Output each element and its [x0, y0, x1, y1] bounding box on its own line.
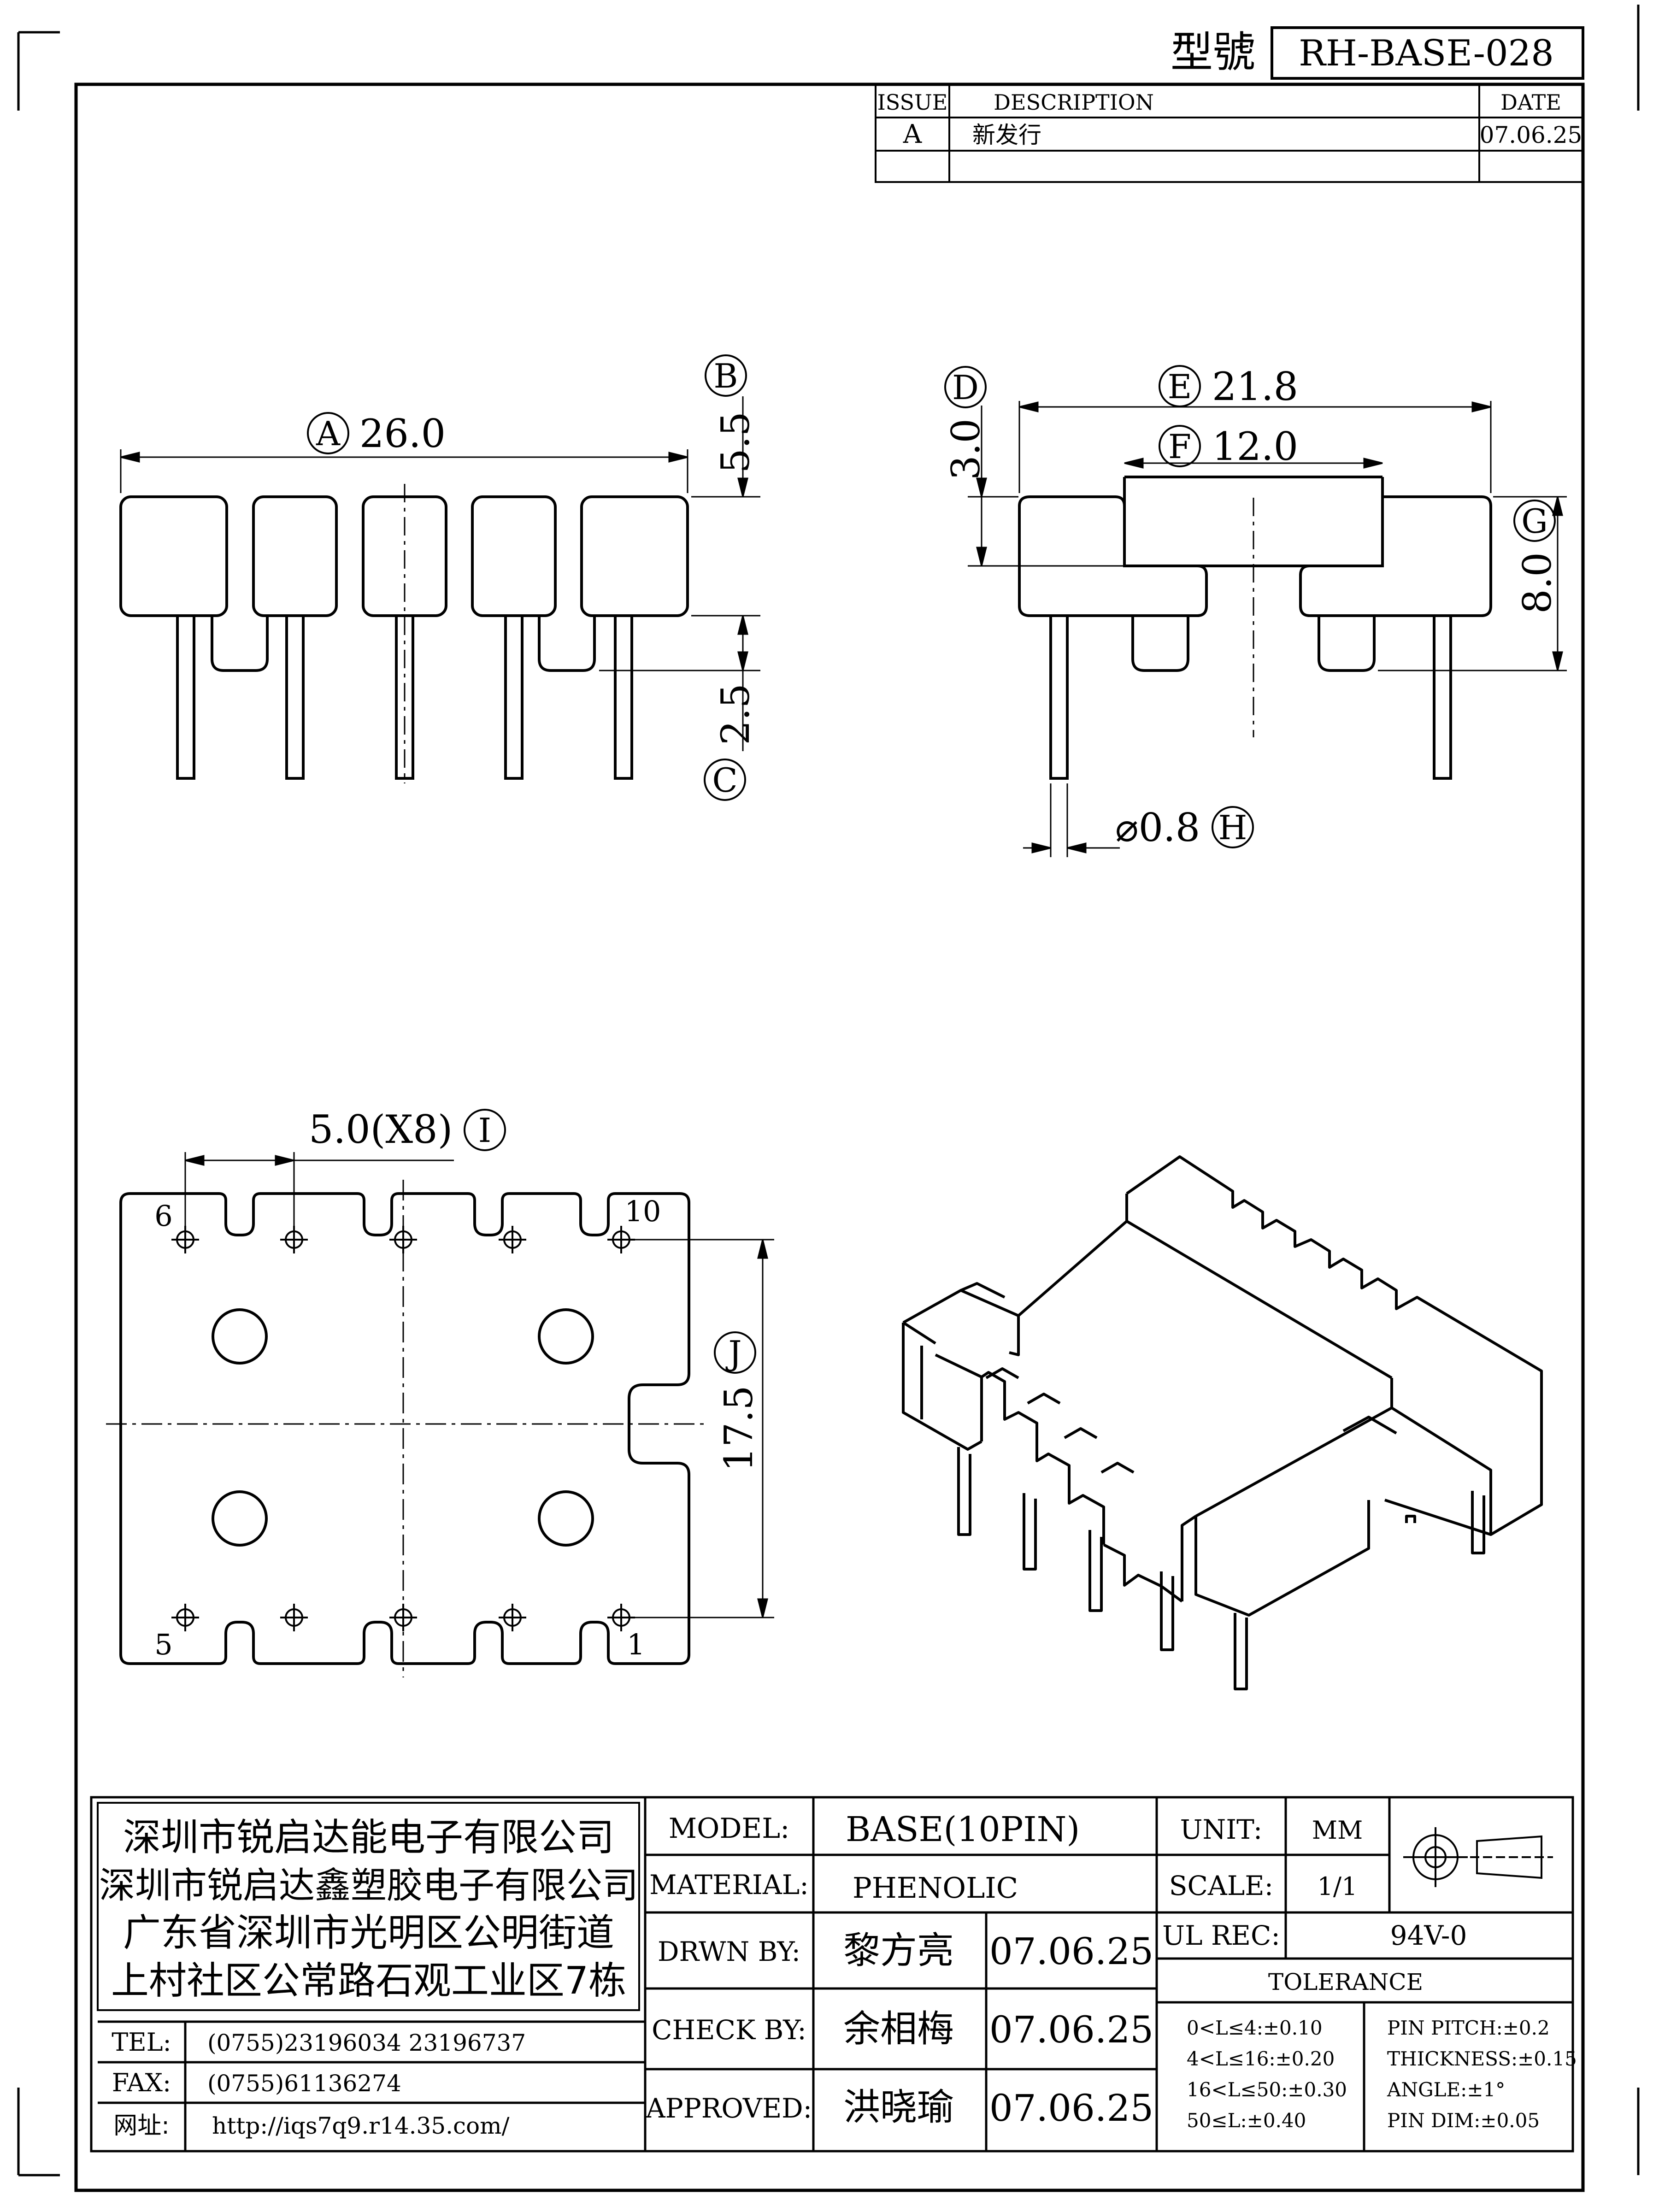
- dim-F-value: 12.0: [1212, 424, 1298, 469]
- approved-date: 07.06.25: [989, 2087, 1153, 2130]
- dim-H-value: ⌀0.8: [1115, 805, 1200, 850]
- check-date: 07.06.25: [989, 2008, 1153, 2051]
- model-value: BASE(10PIN): [846, 1810, 1080, 1849]
- pin-label-5: 5: [154, 1628, 172, 1661]
- tel-value: (0755)23196034 23196737: [207, 2030, 526, 2056]
- projection-symbol-icon: [1403, 1827, 1553, 1887]
- model-label: MODEL:: [669, 1812, 790, 1845]
- ul-value: 94V-0: [1390, 1920, 1467, 1951]
- dim-C-value: 2.5: [713, 683, 758, 745]
- dim-I-letter: I: [478, 1111, 491, 1150]
- tolerance-left-1: 0<L≤4:±0.10: [1187, 2017, 1323, 2039]
- check-by-name: 余相梅: [843, 2007, 954, 2050]
- company-line-2: 深圳市锐启达鑫塑胶电子有限公司: [99, 1865, 638, 1906]
- tolerance-left-3: 16<L≤50:±0.30: [1187, 2078, 1347, 2101]
- dim-A-letter: A: [316, 414, 341, 453]
- rev-header-description: DESCRIPTION: [994, 90, 1154, 115]
- fax-value: (0755)61136274: [207, 2070, 401, 2097]
- drawn-by-label: DRWN BY:: [658, 1936, 800, 1967]
- revision-table: [875, 83, 1584, 183]
- dim-J-value: 17.5: [716, 1385, 761, 1471]
- unit-label: UNIT:: [1180, 1814, 1263, 1845]
- dim-I-value: 5.0(X8): [309, 1107, 453, 1152]
- pin-label-10: 10: [625, 1194, 661, 1228]
- dim-J-letter: J: [725, 1334, 742, 1372]
- end-view: [1018, 476, 1492, 780]
- part-number-block: 型號 RH-BASE-028: [1171, 26, 1584, 80]
- dim-D-letter: D: [952, 368, 979, 407]
- dim-B-letter: B: [714, 357, 738, 395]
- tolerance-right-1: PIN PITCH:±0.2: [1387, 2017, 1550, 2039]
- tolerance-right-2: THICKNESS:±0.15: [1387, 2047, 1577, 2070]
- side-view: [119, 495, 689, 780]
- rev-header-date: DATE: [1500, 90, 1561, 115]
- tolerance-right-4: PIN DIM:±0.05: [1387, 2109, 1540, 2132]
- material-label: MATERIAL:: [649, 1869, 809, 1900]
- dim-A-value: 26.0: [359, 411, 446, 456]
- isometric-view: [902, 1155, 1543, 1690]
- approved-by-name: 洪晓瑜: [843, 2086, 954, 2129]
- rev-row-description: 新发行: [972, 122, 1041, 148]
- dim-C-letter: C: [712, 761, 737, 800]
- drawn-date: 07.06.25: [989, 1930, 1153, 1973]
- dim-F-letter: F: [1168, 427, 1191, 466]
- tolerance-left-2: 4<L≤16:±0.20: [1187, 2047, 1335, 2070]
- bottom-view-dimensions: [184, 1152, 774, 1618]
- bottom-view-centerlines: [106, 1180, 705, 1677]
- model-no-label: 型號: [1171, 28, 1255, 77]
- tolerance-left-4: 50≤L:±0.40: [1187, 2109, 1306, 2132]
- company-line-1: 深圳市锐启达能电子有限公司: [123, 1816, 614, 1859]
- fax-label: FAX:: [112, 2068, 171, 2097]
- tel-label: TEL:: [112, 2028, 171, 2057]
- rev-row-issue: A: [903, 119, 922, 149]
- drawn-by-name: 黎方亮: [843, 1929, 954, 1972]
- pin-label-1: 1: [627, 1628, 645, 1661]
- web-label: 网址:: [113, 2112, 170, 2140]
- model-no-value: RH-BASE-028: [1299, 33, 1554, 74]
- ul-label: UL REC:: [1162, 1920, 1280, 1951]
- corner-ticks: [17, 5, 1640, 2177]
- check-by-label: CHECK BY:: [652, 2014, 806, 2046]
- web-value: http://iqs7q9.r14.35.com/: [212, 2112, 510, 2139]
- tolerance-title: TOLERANCE: [1268, 1969, 1423, 1995]
- material-value: PHENOLIC: [853, 1871, 1018, 1905]
- drawing-border: [74, 82, 1585, 2192]
- bottom-view: [119, 1192, 690, 1665]
- dim-H-letter: H: [1218, 808, 1247, 847]
- company-line-4: 上村社区公常路石观工业区7栋: [111, 1959, 626, 2003]
- company-line-3: 广东省深圳市光明区公明街道: [123, 1911, 614, 1955]
- dim-G-value: 8.0: [1515, 552, 1560, 614]
- side-view-dimensions: [120, 396, 760, 751]
- scale-value: 1/1: [1318, 1872, 1358, 1901]
- tolerance-right-3: ANGLE:±1°: [1387, 2078, 1505, 2101]
- dim-B-value: 5.5: [713, 412, 758, 473]
- dim-E-letter: E: [1168, 367, 1192, 406]
- rev-header-issue: ISSUE: [877, 90, 948, 115]
- pin-label-6: 6: [154, 1199, 172, 1233]
- unit-value: MM: [1312, 1816, 1363, 1845]
- title-block-grid: [90, 1796, 1574, 2153]
- end-view-dimensions: [968, 401, 1567, 857]
- dim-D-value: 3.0: [943, 418, 988, 480]
- approved-label: APPROVED:: [646, 2093, 812, 2124]
- rev-row-date: 07.06.25: [1480, 122, 1583, 148]
- dim-G-letter: G: [1521, 502, 1548, 541]
- scale-label: SCALE:: [1169, 1870, 1273, 1901]
- dim-E-value: 21.8: [1212, 364, 1298, 409]
